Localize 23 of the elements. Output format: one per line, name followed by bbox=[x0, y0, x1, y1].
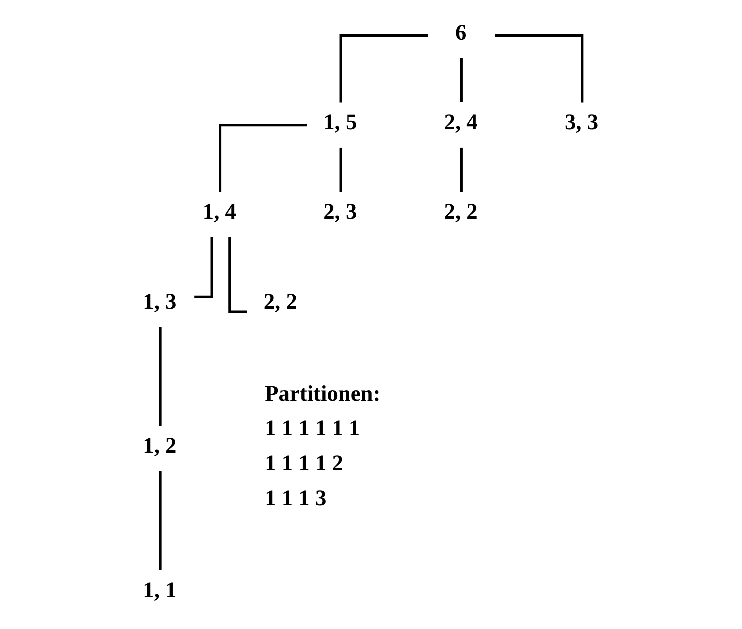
node-text: 2, 2 bbox=[444, 199, 478, 224]
node-text: 1, 4 bbox=[202, 199, 236, 224]
node-text: 2, 2 bbox=[263, 288, 297, 314]
connector bbox=[494, 34, 584, 103]
node-text: 1, 5 bbox=[323, 110, 357, 135]
label: 1 1 1 1 2 bbox=[264, 450, 343, 476]
node-text: 2, 3 bbox=[323, 199, 357, 224]
connector bbox=[339, 148, 342, 192]
label: Partitionen: bbox=[264, 380, 380, 406]
connector bbox=[460, 58, 462, 102]
connector bbox=[339, 34, 428, 103]
connector bbox=[218, 124, 307, 192]
node-text: 2, 4 bbox=[444, 110, 478, 135]
node-text: 1, 2 bbox=[142, 433, 176, 458]
label: 1 1 1 1 1 1 bbox=[264, 416, 360, 441]
node-text: 6 bbox=[454, 20, 466, 45]
label: 1 1 1 3 bbox=[264, 485, 326, 510]
connector bbox=[158, 471, 162, 570]
node-text: 1, 3 bbox=[142, 288, 176, 314]
node-text: 3, 3 bbox=[564, 110, 598, 135]
node-text: 1, 1 bbox=[142, 577, 176, 602]
connector bbox=[158, 327, 162, 426]
connector bbox=[460, 148, 462, 192]
